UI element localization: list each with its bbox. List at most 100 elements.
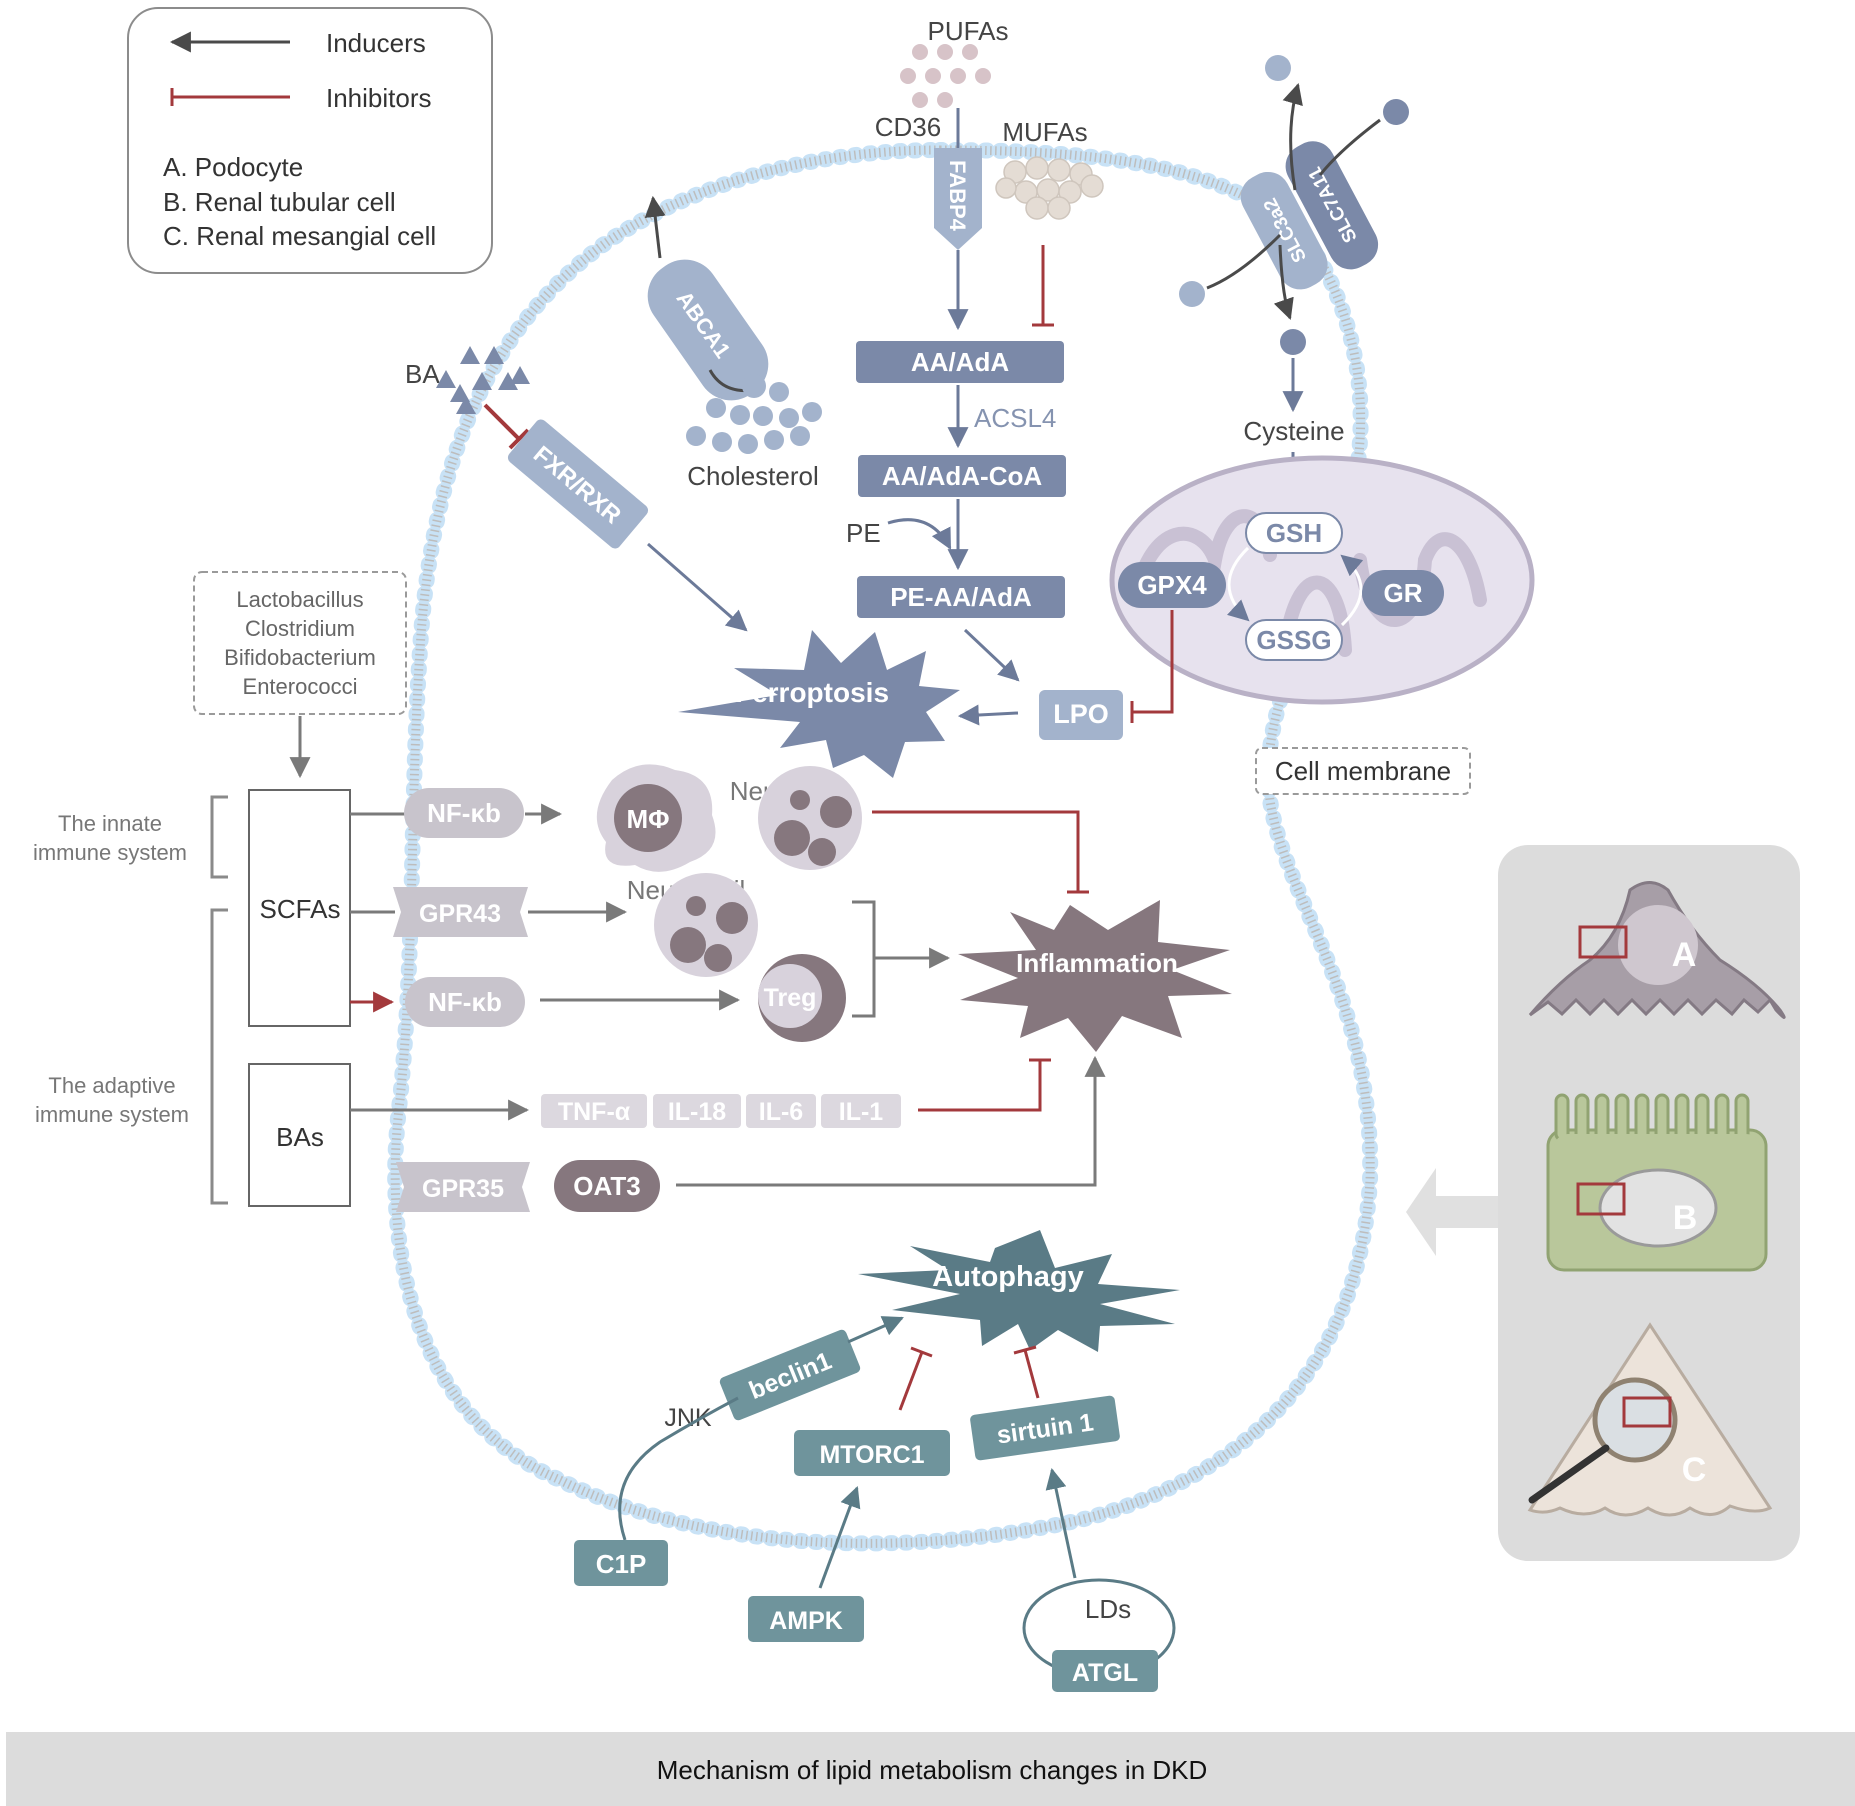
aa-box bbox=[856, 341, 1064, 383]
innate-label-line2: immune system bbox=[33, 840, 187, 865]
mufas-label: MUFAs bbox=[1002, 117, 1087, 147]
ba-triangles bbox=[436, 346, 530, 414]
mtorc1-label: MTORC1 bbox=[819, 1441, 924, 1469]
cytokine-il6-label: IL-6 bbox=[759, 1098, 803, 1126]
ampk-label: AMPK bbox=[769, 1607, 843, 1635]
pufa-dots bbox=[900, 44, 991, 108]
inflammation-starburst bbox=[958, 900, 1232, 1052]
bacteria-box bbox=[193, 571, 407, 715]
cysteine-dot bbox=[1280, 329, 1306, 355]
cell-a-label: A bbox=[1672, 936, 1697, 974]
legend: Inducers Inhibitors A. Podocyte B. Renal… bbox=[127, 7, 493, 274]
oat3-box bbox=[554, 1160, 660, 1212]
bacteria-bifidobacterium: Bifidobacterium bbox=[224, 645, 376, 670]
abca1-transporter: ABCA1 bbox=[647, 259, 769, 401]
macrophage-nucleus bbox=[614, 784, 682, 852]
fxr-rxr-receptor: FXR/RXR bbox=[507, 419, 649, 549]
nfkb-bottom-box bbox=[405, 977, 525, 1027]
panel-pointer-arrow bbox=[1406, 1168, 1500, 1256]
aa-coa-label: AA/AdA-CoA bbox=[882, 461, 1043, 491]
neutrophil-inhibit-line bbox=[872, 810, 1089, 894]
ampk-box bbox=[748, 1596, 864, 1642]
cd36-label: CD36 bbox=[875, 112, 941, 142]
ferroptosis-starburst bbox=[678, 630, 960, 778]
inhibitor-legend-label: Inhibitors bbox=[326, 83, 432, 113]
ferroptosis-label: Ferroptosis bbox=[735, 677, 889, 708]
atgl-label: ATGL bbox=[1072, 1659, 1138, 1687]
cytokine-il18-label: IL-18 bbox=[668, 1098, 726, 1126]
gr-box bbox=[1362, 570, 1444, 616]
gpx4-label: GPX4 bbox=[1137, 570, 1207, 600]
bacteria-clostridium: Clostridium bbox=[245, 616, 355, 641]
atgl-box bbox=[1052, 1650, 1158, 1692]
slc-transporter: SLC3a2 SLC7A11 bbox=[1240, 141, 1379, 290]
oat3-to-inflammation-arrow bbox=[676, 1055, 1106, 1187]
beclin1-box: beclin1 bbox=[719, 1329, 861, 1421]
legend-mesangial-cell: C. Renal mesangial cell bbox=[163, 221, 436, 251]
adaptive-label-line2: immune system bbox=[35, 1102, 189, 1127]
aa-coa-box bbox=[858, 455, 1066, 497]
glutamate-out-dot bbox=[1383, 99, 1409, 125]
pe-aa-box bbox=[857, 576, 1065, 618]
innate-bracket bbox=[210, 795, 228, 879]
fxr-to-ferroptosis-arrow bbox=[647, 542, 748, 632]
tubular-cell: B bbox=[1546, 1093, 1768, 1272]
adaptive-label-line1: The adaptive bbox=[48, 1073, 175, 1098]
gssg-to-gsh-arrow bbox=[1340, 554, 1364, 627]
ba-label: BA bbox=[405, 359, 440, 389]
inhibitor-legend-line bbox=[170, 88, 290, 106]
nfkb-top-box bbox=[404, 788, 524, 838]
legend-tubular-cell: B. Renal tubular cell bbox=[163, 187, 396, 217]
slc-in-line bbox=[1318, 118, 1381, 176]
cytokine-il1-box bbox=[821, 1094, 901, 1128]
cytokine-tnf-label: TNF-α bbox=[558, 1098, 631, 1126]
mufa-inhibit-line bbox=[1032, 245, 1054, 327]
bacteria-lactobacillus: Lactobacillus bbox=[236, 587, 363, 612]
slc-out-line bbox=[1206, 233, 1282, 290]
cell-b-label: B bbox=[1673, 1199, 1698, 1237]
neutrophil-mid-nucleus bbox=[670, 896, 748, 972]
mesangial-cell: C bbox=[1527, 1322, 1773, 1517]
nfkb-bottom-label: NF-κb bbox=[428, 987, 502, 1017]
jnk-label: JNK bbox=[664, 1404, 712, 1432]
legend-podocyte: A. Podocyte bbox=[163, 152, 303, 182]
macrophage-label: MΦ bbox=[627, 804, 670, 834]
gsh-label: GSH bbox=[1266, 518, 1322, 548]
caption-text: Mechanism of lipid metabolism changes in… bbox=[657, 1755, 1208, 1785]
inflammation-label: Inflammation bbox=[1016, 948, 1178, 978]
nfkb-top-label: NF-κb bbox=[427, 798, 501, 828]
gpr35-label: GPR35 bbox=[422, 1175, 504, 1203]
fabp4-label: FABP4 bbox=[945, 160, 970, 232]
abca1-efflux-arrow bbox=[644, 195, 666, 259]
adaptive-bracket bbox=[210, 908, 228, 1205]
bacteria-enterococci: Enterococci bbox=[243, 674, 358, 699]
cystine-in-dot bbox=[1179, 281, 1205, 307]
gpr43-label: GPR43 bbox=[419, 900, 501, 928]
neutrophil-top-nucleus bbox=[774, 790, 852, 866]
gpr35-receptor bbox=[396, 1162, 530, 1212]
cell-membrane-tag bbox=[1255, 747, 1471, 795]
gr-label: GR bbox=[1384, 578, 1423, 608]
sirtuin1-box: sirtuin 1 bbox=[970, 1395, 1120, 1461]
cytokine-tnf-box bbox=[541, 1094, 647, 1128]
cytokines-inhibit-line bbox=[918, 1058, 1051, 1112]
cholesterol-label: Cholesterol bbox=[687, 461, 819, 491]
cytokine-il18-box bbox=[653, 1094, 741, 1128]
gsh-to-gssg-arrow bbox=[1226, 546, 1250, 622]
pe-label: PE bbox=[846, 518, 881, 548]
bas-label: BAs bbox=[276, 1122, 324, 1152]
scfas-label: SCFAs bbox=[260, 894, 341, 924]
pufas-label: PUFAs bbox=[928, 16, 1009, 46]
slc-efflux-arrow bbox=[1282, 82, 1303, 191]
pe-curve bbox=[887, 518, 952, 550]
autophagy-label: Autophagy bbox=[932, 1261, 1083, 1293]
cholesterol-drops bbox=[686, 374, 822, 454]
pe-aa-label: PE-AA/AdA bbox=[890, 582, 1032, 612]
cytokine-il6-box bbox=[746, 1094, 816, 1128]
pe-aa-to-lpo-arrow bbox=[963, 628, 1020, 682]
scfas-box bbox=[248, 789, 351, 1027]
cells-bracket bbox=[852, 900, 876, 1018]
mtorc1-box bbox=[794, 1430, 950, 1476]
cell-membrane-label: Cell membrane bbox=[1275, 756, 1451, 786]
lpo-to-ferroptosis-arrow bbox=[957, 704, 1019, 726]
